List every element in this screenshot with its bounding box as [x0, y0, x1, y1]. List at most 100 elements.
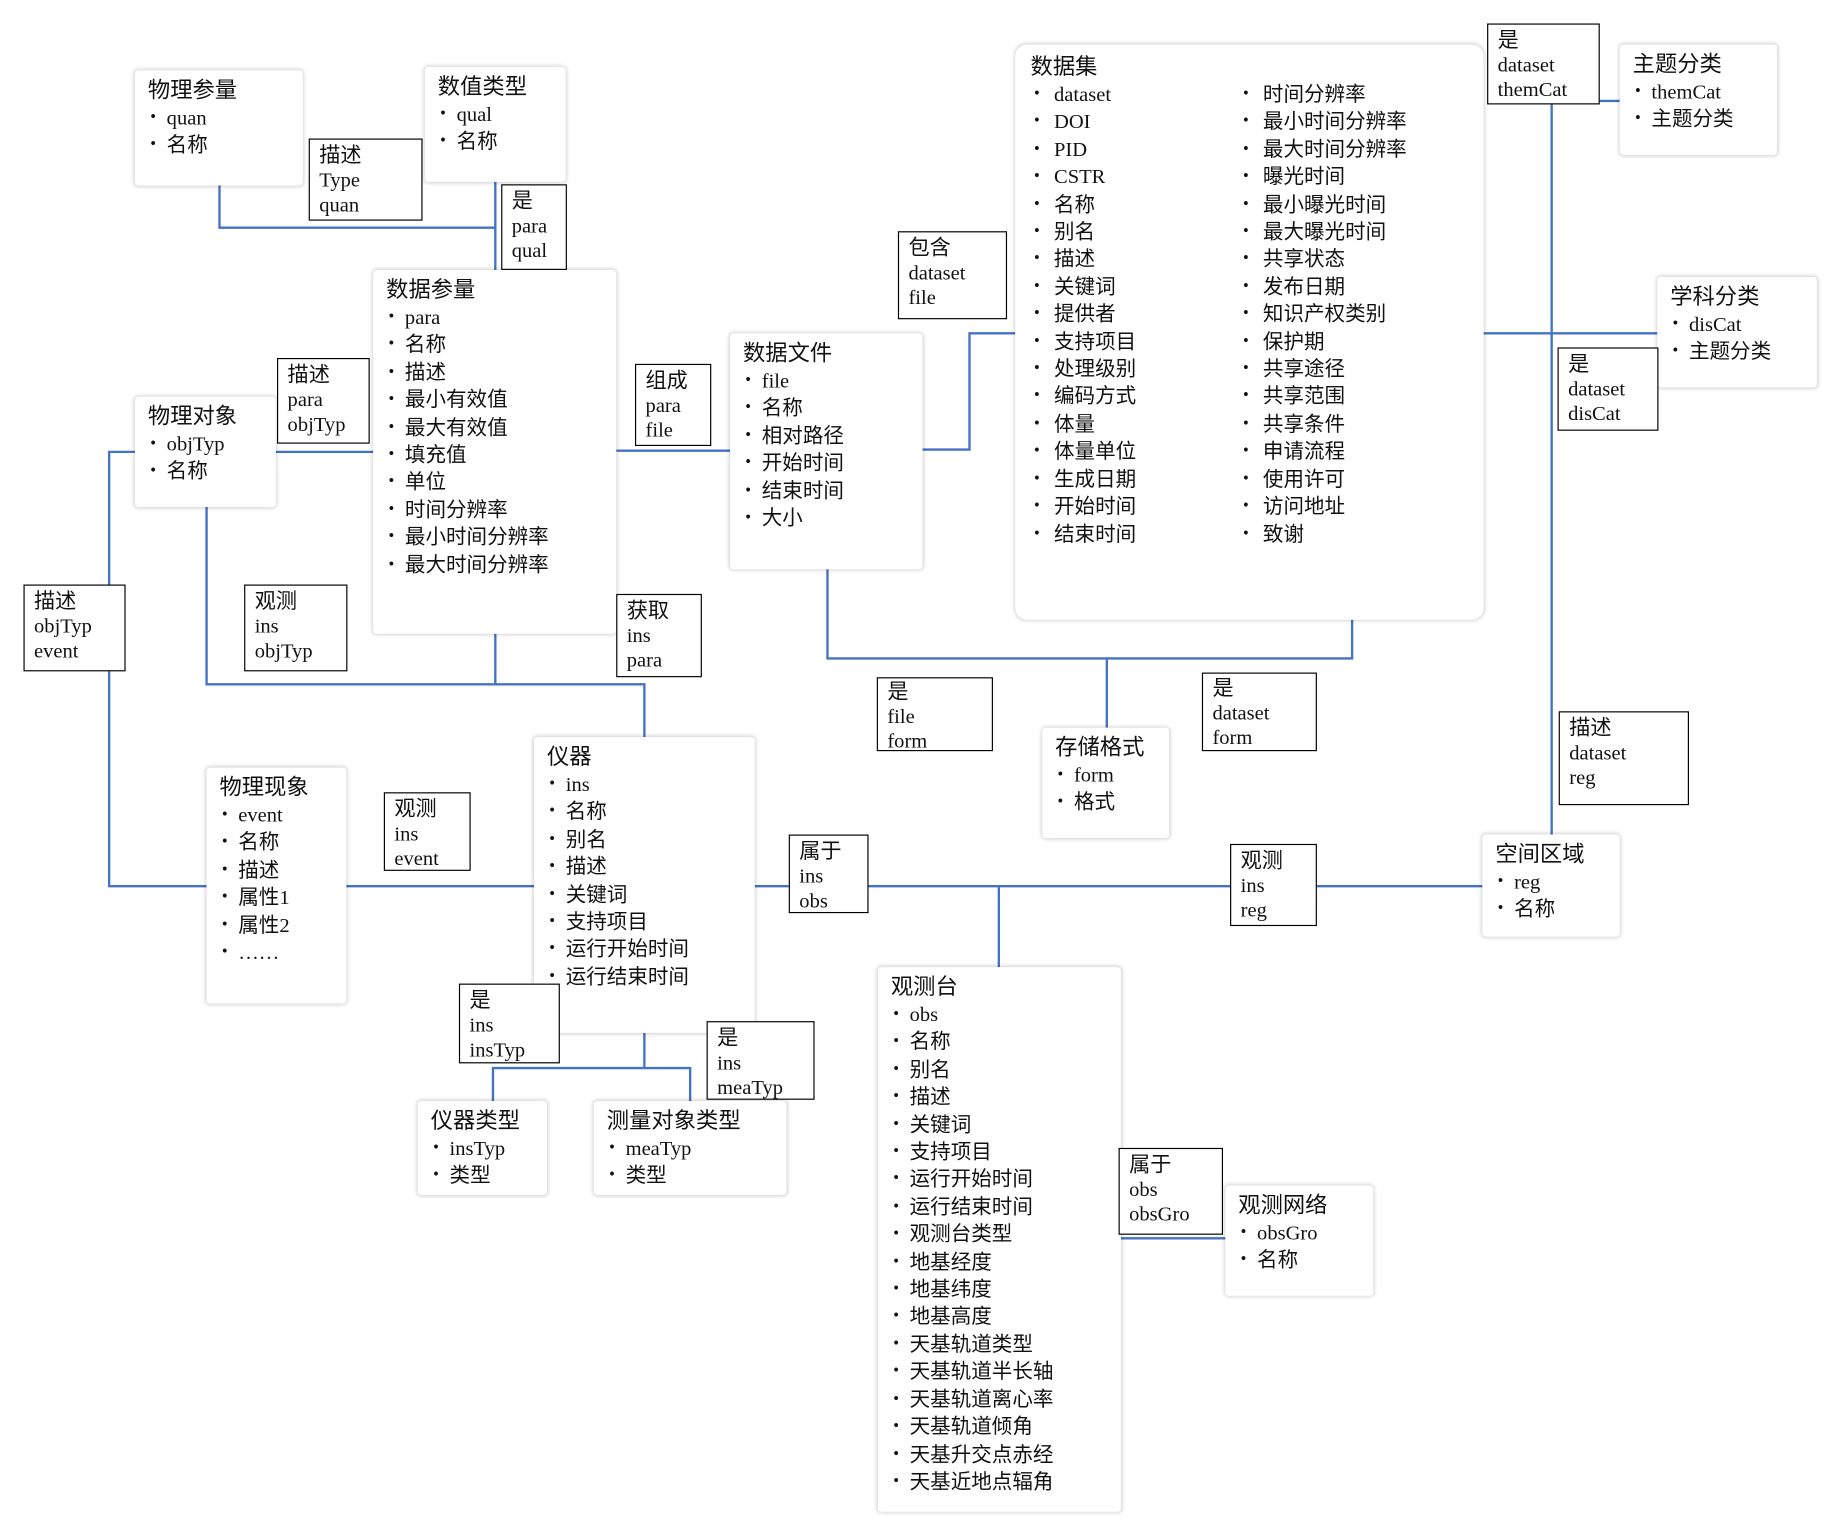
relation-label: 描述 — [287, 362, 330, 387]
relation-box-is-dataset-form: 是 dataset form — [1201, 672, 1317, 752]
relation-label: 组成 — [645, 368, 688, 393]
attribute-item: meaTyp — [607, 1135, 787, 1163]
attribute-item: 开始时间 — [743, 450, 923, 478]
attribute-item: 共享范围 — [1239, 383, 1406, 411]
relation-label: 是 — [469, 988, 491, 1012]
entity-box-value-type: 数值类型 qual名称 — [424, 66, 566, 182]
entity-box-instrument-type: 仪器类型 insTyp类型 — [417, 1100, 547, 1195]
relation-key: ins — [394, 821, 419, 846]
entity-title: 观测网络 — [1238, 1193, 1328, 1219]
relation-box-contains-dataset-file: 包含 dataset file — [897, 231, 1008, 320]
attribute-item: 观测台类型 — [891, 1221, 1121, 1249]
relation-box-describes-para-objtyp: 描述 para objTyp — [276, 357, 370, 444]
attribute-item: 编码方式 — [1031, 383, 1240, 411]
relation-box-describes-dataset-reg: 描述 dataset reg — [1558, 711, 1689, 806]
attribute-item: 描述 — [547, 854, 755, 882]
attribute-list: quan名称 — [148, 104, 303, 159]
attribute-item: 名称 — [1495, 896, 1619, 924]
attribute-item: 大小 — [743, 505, 923, 533]
relation-key: ins — [717, 1050, 742, 1074]
attribute-item: 运行结束时间 — [891, 1193, 1121, 1221]
entity-title: 物理现象 — [219, 775, 309, 801]
attribute-item: 体量单位 — [1031, 438, 1240, 466]
attribute-item: obs — [891, 1001, 1121, 1029]
attribute-item: objTyp — [148, 431, 276, 459]
relation-key: meaTyp — [717, 1075, 784, 1099]
attribute-item: 名称 — [1031, 191, 1240, 219]
attribute-item: disCat — [1670, 311, 1817, 339]
attribute-item: form — [1055, 762, 1169, 790]
entity-box-dataset: 数据集 datasetDOIPIDCSTR名称别名描述关键词提供者支持项目处理级… — [1015, 44, 1484, 620]
attribute-item: 名称 — [1238, 1247, 1373, 1275]
relation-box-composes-para-file: 组成 para file — [634, 363, 712, 447]
entity-box-measurement-object-type: 测量对象类型 meaTyp类型 — [593, 1100, 787, 1195]
connector — [491, 1066, 692, 1101]
attribute-item: 地基经度 — [891, 1248, 1121, 1276]
entity-title: 观测台 — [890, 975, 958, 1001]
relation-box-is-ins-instyp: 是 ins insTyp — [458, 983, 560, 1064]
entity-box-discipline-category: 学科分类 disCat主题分类 — [1657, 276, 1817, 388]
connector — [205, 507, 646, 738]
attribute-item: 支持项目 — [547, 908, 755, 936]
attribute-item: 处理级别 — [1031, 356, 1240, 384]
entity-title: 主题分类 — [1632, 52, 1722, 78]
attribute-item: 最小时间分辨率 — [1239, 108, 1407, 136]
attribute-list-left: datasetDOIPIDCSTR名称别名描述关键词提供者支持项目处理级别编码方… — [1031, 81, 1240, 549]
attribute-item: 体量 — [1031, 411, 1240, 439]
entity-title: 物理参量 — [147, 78, 238, 104]
relation-key: objTyp — [254, 638, 313, 662]
relation-key: qual — [511, 238, 548, 262]
attribute-list: meaTyp类型 — [607, 1135, 787, 1190]
attribute-item: 名称 — [386, 331, 616, 359]
attribute-list: insTyp类型 — [431, 1135, 547, 1190]
relation-label: 观测 — [394, 796, 437, 821]
relation-key: obsGro — [1129, 1201, 1190, 1226]
relation-key: ins — [1240, 873, 1265, 897]
attribute-item: 知识产权类别 — [1239, 301, 1406, 329]
relation-label: 包含 — [908, 235, 951, 260]
relation-box-describes-type-quan: 描述 Type quan — [308, 138, 423, 221]
attribute-item: 时间分辨率 — [386, 496, 616, 524]
attribute-item: 主题分类 — [1670, 339, 1817, 367]
entity-title: 学科分类 — [1670, 285, 1760, 310]
relation-box-is-dataset-themcat: 是 dataset themCat — [1487, 23, 1600, 105]
entity-box-observatory: 观测台 obs名称别名描述关键词支持项目运行开始时间运行结束时间观测台类型地基经… — [877, 967, 1121, 1512]
relation-label: 是 — [887, 679, 909, 704]
attribute-item: 名称 — [148, 132, 303, 160]
relation-label: 是 — [717, 1025, 739, 1050]
attribute-item: 最大有效值 — [386, 414, 616, 442]
attribute-item: dataset — [1031, 81, 1240, 109]
entity-box-observation-network: 观测网络 obsGro名称 — [1225, 1185, 1374, 1296]
attribute-item: 运行开始时间 — [547, 936, 755, 964]
relation-key: reg — [1240, 897, 1267, 922]
attribute-item: 保护期 — [1239, 328, 1406, 356]
entity-title: 数据集 — [1030, 55, 1098, 80]
entity-title: 数据文件 — [742, 341, 833, 367]
attribute-item: 属性1 — [219, 884, 346, 912]
attribute-item: 天基升交点赤经 — [891, 1441, 1121, 1469]
relation-label: 是 — [1568, 352, 1590, 376]
attribute-item: 天基近地点辐角 — [891, 1468, 1121, 1496]
attribute-item: 名称 — [547, 799, 755, 827]
relation-label: 属于 — [1129, 1152, 1172, 1177]
attribute-item: insTyp — [431, 1135, 547, 1163]
relation-box-observes-ins-event: 观测 ins event — [383, 792, 471, 871]
attribute-item: 关键词 — [547, 881, 755, 909]
attribute-item: 共享状态 — [1239, 246, 1406, 274]
relation-key: event — [394, 846, 439, 870]
relation-box-observes-ins-reg: 观测 ins reg — [1230, 843, 1317, 927]
relation-key: ins — [469, 1012, 494, 1037]
attribute-item: 曝光时间 — [1239, 163, 1406, 191]
attribute-item: 别名 — [547, 826, 755, 854]
connector — [922, 332, 1016, 451]
attribute-item: 属性2 — [219, 912, 346, 940]
entity-box-physical-phenomenon: 物理现象 event名称描述属性1属性2…… — [206, 767, 347, 1004]
attribute-item: 运行开始时间 — [891, 1166, 1121, 1194]
attribute-item: PID — [1031, 136, 1240, 164]
attribute-item: 描述 — [891, 1084, 1121, 1112]
attribute-item: 申请流程 — [1239, 438, 1406, 466]
entity-box-physical-quantity: 物理参量 quan名称 — [134, 70, 303, 186]
relation-key: para — [511, 213, 548, 238]
relation-key: disCat — [1568, 401, 1621, 425]
